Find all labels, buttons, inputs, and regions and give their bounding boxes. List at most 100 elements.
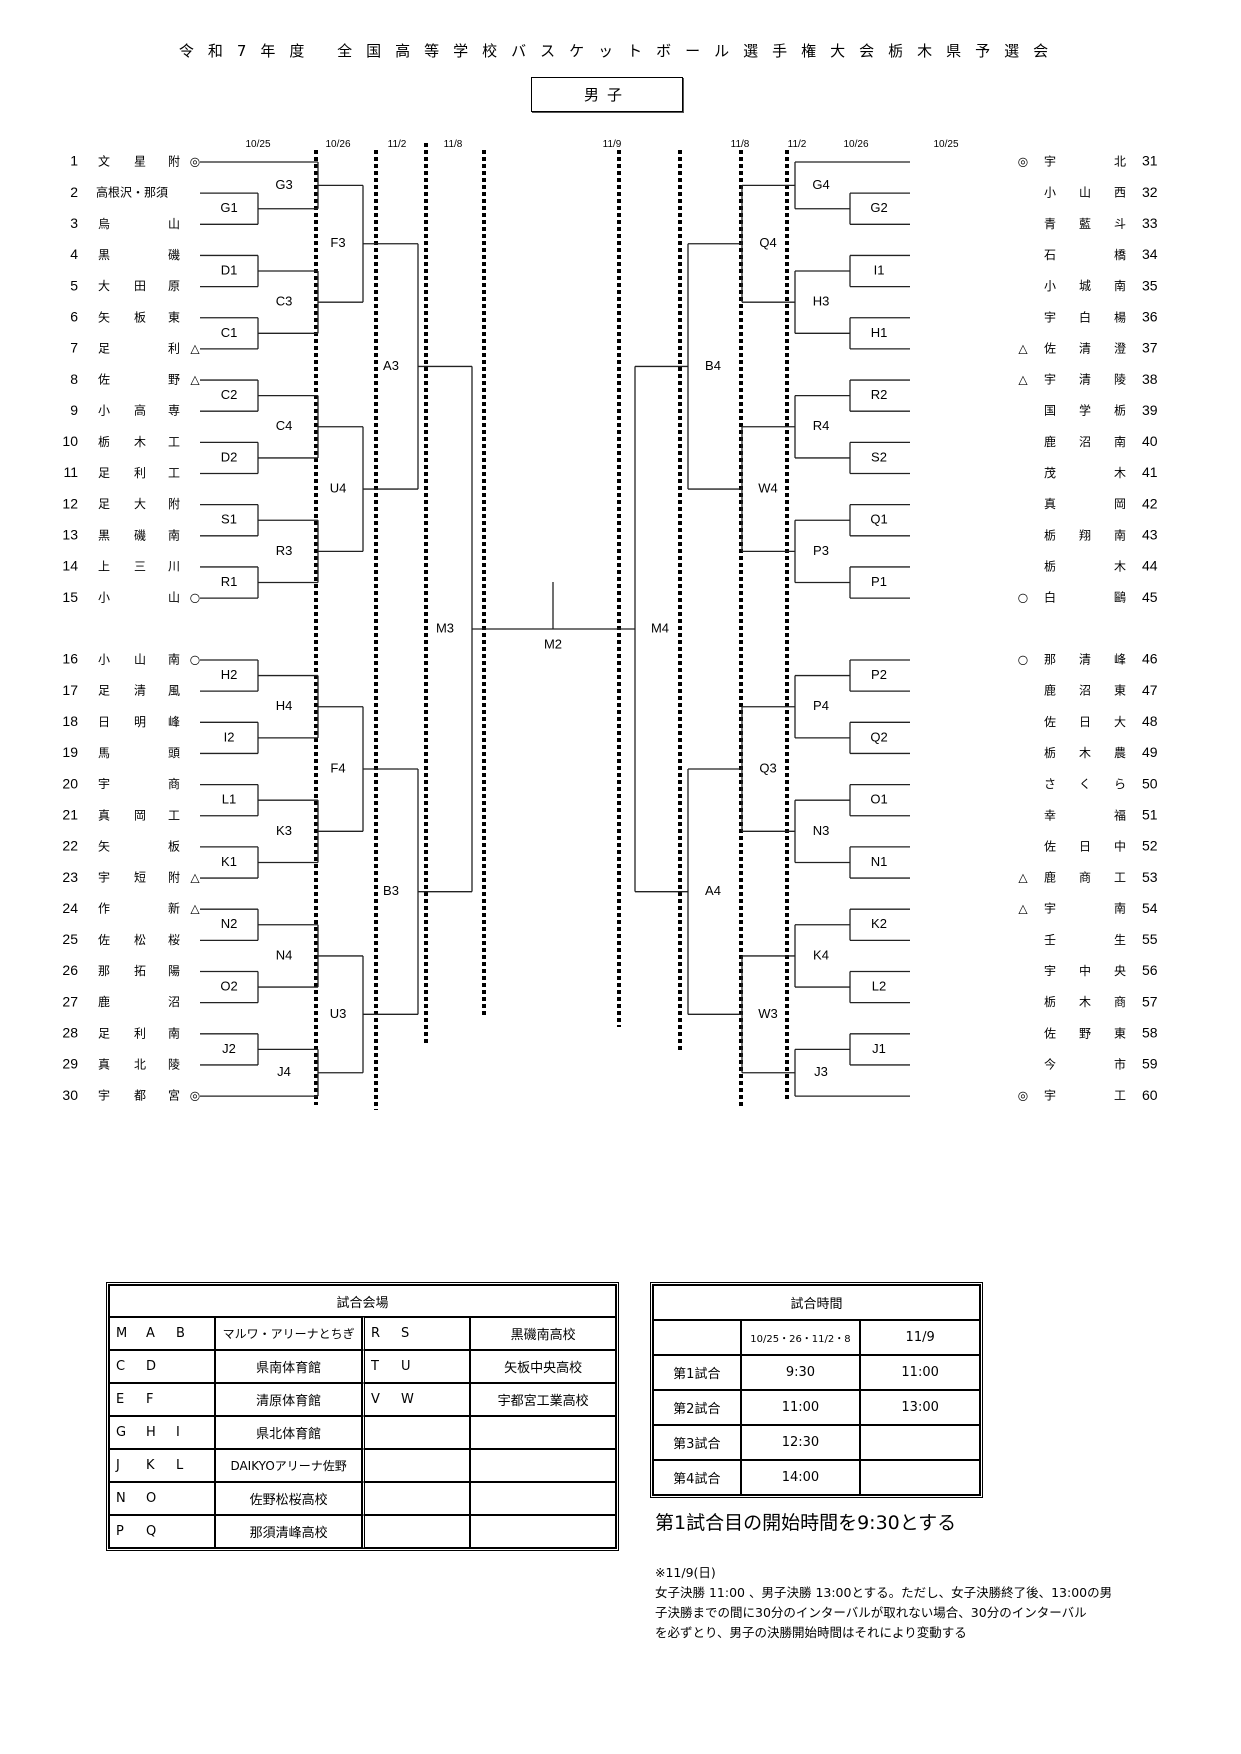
team-name-char: 栃 [98,435,110,449]
match-label: C3 [276,294,293,309]
round-date-right-4: 11/8 [730,139,750,150]
team-name-char: 城 [1079,279,1091,293]
team-number: 22 [62,838,78,854]
team-name-char: 市 [1114,1056,1126,1071]
team-name-char: 足 [98,497,110,511]
team-name-char: 清 [1079,341,1091,355]
team-name-char: 足 [98,466,110,480]
team-name-char: 翔 [1079,528,1091,542]
match-label: P3 [813,543,829,558]
match-label: W4 [758,481,778,496]
match-slot: 第4試合 [653,1460,741,1495]
team-name-char: 拓 [134,964,146,978]
team-name-char: 白 [1079,309,1091,324]
venue-code: U [400,1359,411,1374]
time-table-title: 試合時間 [653,1285,980,1320]
team-number: 45 [1142,589,1158,605]
team-number: 37 [1142,340,1158,356]
venue-code: B [176,1326,185,1341]
seed-mark-icon: ◎ [1018,155,1028,169]
team-name-char: く [1079,777,1091,791]
team-name-char: 宇 [1044,310,1056,324]
seed-mark-icon: △ [190,373,200,387]
match-label: B3 [383,883,399,898]
seed-mark-icon: △ [1018,902,1028,916]
team-name-char: 佐 [1044,1026,1056,1040]
team-name-char: 那 [1044,653,1056,667]
venue-place: 県北体育館 [215,1416,362,1449]
team-name-char: 沼 [1079,435,1091,449]
team-name-char: 作 [98,902,110,916]
team-name-char: 南 [168,652,180,667]
team-name-char: 宇 [98,1089,110,1103]
team-name-char: 板 [168,839,180,853]
team-name-char: 山 [1079,186,1091,200]
final-day-line: 女子決勝 11:00 、男子決勝 13:00とする。ただし、女子決勝終了後、13… [655,1585,1113,1600]
team-number: 27 [62,993,78,1009]
seed-mark-icon: ○ [190,591,200,605]
team-name-char: 高 [134,403,146,418]
team-name-char: 小 [98,653,110,667]
match-label: D1 [221,262,238,277]
match-time: 9:30 [740,1355,861,1390]
team-number: 40 [1142,433,1158,449]
match-label: K1 [221,854,237,869]
team-name-char: 商 [1114,994,1126,1009]
match-label: N2 [221,916,238,931]
match-label: D2 [221,449,238,464]
match-label: N1 [871,854,888,869]
team-name-char: 商 [1079,870,1091,885]
team-name-char: 北 [134,1057,146,1071]
seed-mark-icon: ◎ [1018,1089,1028,1103]
team-name-char: 商 [168,776,180,791]
match-label: K4 [813,947,829,962]
team-name-char: 宇 [1044,155,1056,169]
seed-mark-icon: ○ [1018,653,1028,667]
team-name-char: 南 [1114,901,1126,916]
team-number: 2 [70,184,78,200]
team-name-char: 陵 [1114,373,1126,387]
team-name-char: 真 [98,808,110,822]
team-name-char: 工 [168,466,180,480]
venue-place: 県南体育館 [215,1350,362,1383]
match-label: R1 [221,574,238,589]
venue-code: K [146,1458,155,1473]
team-name-char: 栃 [1044,528,1056,542]
team-number: 19 [62,744,78,760]
match-label: L1 [222,792,236,807]
venue-code: I [176,1425,180,1440]
match-time: 14:00 [740,1460,861,1495]
match-label: N3 [813,823,830,838]
team-number: 29 [62,1056,78,1072]
team-name-char: 真 [1044,497,1056,511]
team-number: 50 [1142,775,1158,791]
team-name-char: 岡 [1114,497,1126,511]
venue-place: 那須清峰高校 [215,1515,362,1548]
team-name-char: 峰 [168,715,180,729]
match-label: P4 [813,698,829,713]
match-label: Q4 [759,235,776,250]
team-name-char: 工 [168,435,180,449]
team-number: 46 [1142,651,1158,667]
team-name-char: ら [1114,777,1126,791]
venue-code: S [400,1326,410,1341]
team-name-char: 清 [1079,373,1091,387]
round-date-left-3: 11/2 [387,139,407,150]
team-name-char: 清 [1079,653,1091,667]
team-number: 17 [62,682,78,698]
round-date-left-1: 10/25 [245,139,271,150]
team-name-char: 足 [98,1026,110,1040]
venue-code: F [146,1392,154,1407]
team-number: 47 [1142,682,1158,698]
venue-code: V [370,1392,380,1407]
